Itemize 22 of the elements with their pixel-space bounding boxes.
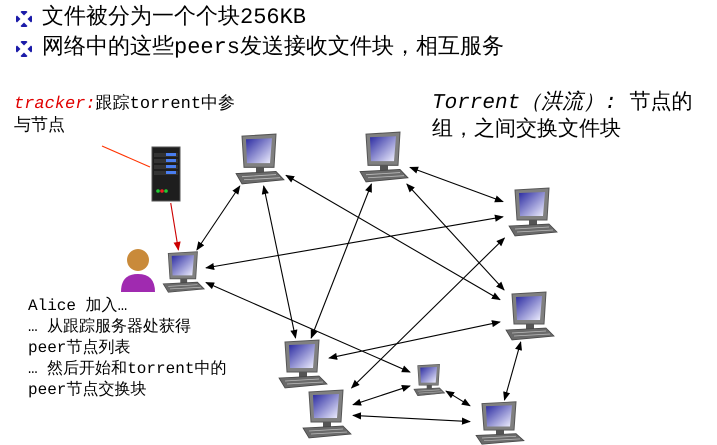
arrow	[406, 183, 505, 291]
arrow	[285, 174, 501, 300]
arrow	[262, 185, 298, 339]
arrow	[352, 385, 411, 406]
bullet-text: 网络中的这些peers发送接收文件块，相互服务	[42, 34, 504, 62]
note-text: Alice 加入… … 从跟踪服务器处获得peer节点列表 … 然后开始和torrent中的peer节点交换块	[28, 296, 228, 401]
arrow	[328, 320, 501, 360]
leader-line	[102, 146, 150, 168]
arrow	[503, 341, 522, 401]
arrow	[310, 183, 372, 339]
bullet-text: 文件被分为一个个块256KB	[42, 4, 306, 32]
arrow	[350, 237, 506, 389]
caption-text: Torrent（洪流）: 节点的组，之间交换文件块	[432, 90, 694, 144]
arrow	[205, 282, 411, 373]
tracker-note: tracker:跟踪torrent中参与节点	[14, 94, 239, 138]
arrow	[205, 214, 504, 270]
arrow	[196, 185, 240, 251]
arrow	[445, 390, 471, 406]
arrow	[409, 166, 504, 202]
arrow	[352, 412, 471, 425]
server-icon	[150, 145, 182, 203]
arrow	[170, 202, 181, 251]
